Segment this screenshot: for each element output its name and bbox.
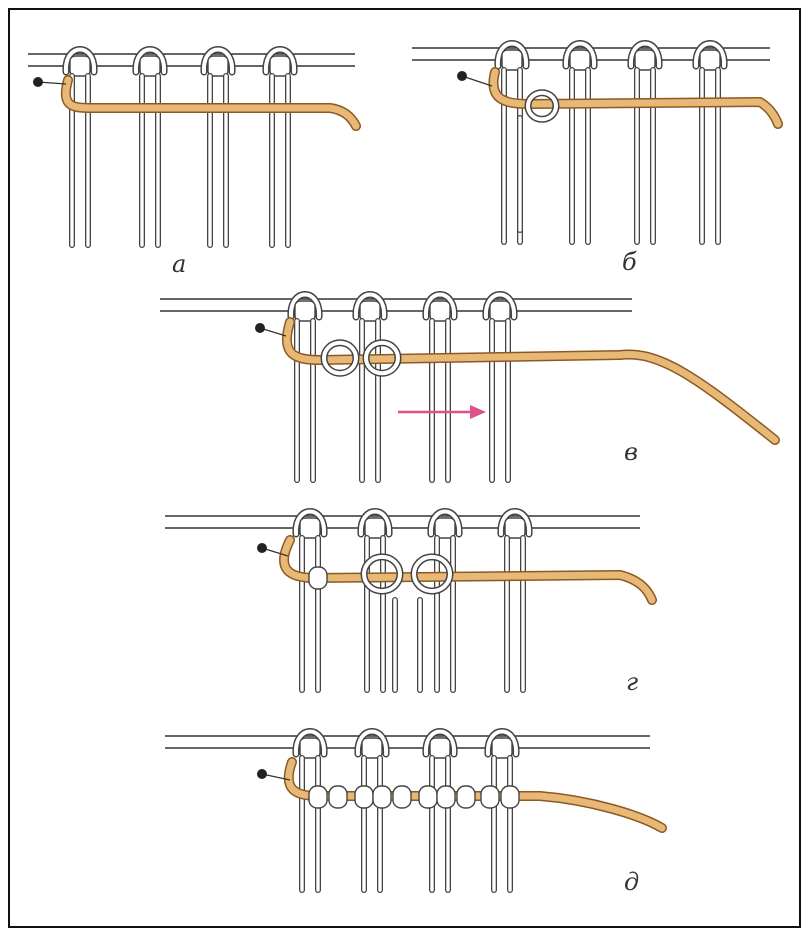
- double-half-hitch-knot: [457, 786, 475, 808]
- panel-label-d: д: [624, 868, 639, 896]
- panel-label-v: в: [624, 438, 638, 466]
- mount-knot: [365, 518, 385, 538]
- panel-v: [160, 295, 775, 481]
- panel-d: [165, 732, 662, 891]
- mount-knot: [700, 50, 720, 70]
- mount-knot: [635, 50, 655, 70]
- panel-b: [412, 44, 778, 243]
- panel-a: [28, 50, 356, 246]
- mount-knot: [208, 56, 228, 76]
- mount-knot: [492, 738, 512, 758]
- panel-label-b: б: [622, 248, 637, 276]
- mount-knot: [300, 738, 320, 758]
- mount-knot: [490, 301, 510, 321]
- working-cord: [284, 540, 652, 600]
- mount-knot: [502, 50, 522, 70]
- double-half-hitch-knot: [309, 786, 327, 808]
- mount-knot: [362, 738, 382, 758]
- mount-knot: [295, 301, 315, 321]
- double-half-hitch-knot: [373, 786, 391, 808]
- panel-label-g: г: [626, 668, 638, 696]
- mount-knot: [270, 56, 290, 76]
- double-half-hitch-knot: [437, 786, 455, 808]
- pin-head: [257, 543, 267, 553]
- pin-head: [457, 71, 467, 81]
- mount-knot: [430, 738, 450, 758]
- panel-label-a: а: [172, 250, 186, 278]
- double-half-hitch-knot: [501, 786, 519, 808]
- panel-g: [165, 512, 652, 691]
- double-half-hitch-knot: [309, 567, 327, 589]
- mount-knot: [70, 56, 90, 76]
- mount-knot: [430, 301, 450, 321]
- pin-head: [257, 769, 267, 779]
- mount-knot: [140, 56, 160, 76]
- double-half-hitch-knot: [355, 786, 373, 808]
- mount-knot: [300, 518, 320, 538]
- mount-knot: [435, 518, 455, 538]
- mount-knot: [360, 301, 380, 321]
- mount-knot: [505, 518, 525, 538]
- mount-knot: [570, 50, 590, 70]
- double-half-hitch-knot: [329, 786, 347, 808]
- double-half-hitch-knot: [481, 786, 499, 808]
- pin-head: [33, 77, 43, 87]
- double-half-hitch-knot: [419, 786, 437, 808]
- double-half-hitch-knot: [393, 786, 411, 808]
- pin-head: [255, 323, 265, 333]
- direction-arrowhead: [470, 405, 486, 419]
